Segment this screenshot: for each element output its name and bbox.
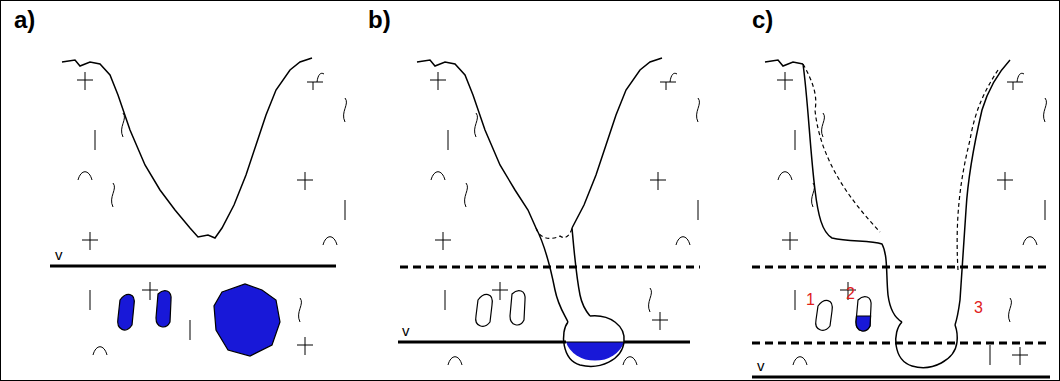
panel-letter: a) [14,8,35,32]
panel-letter: b) [368,8,391,32]
water-table-label: v [402,323,410,338]
water-table-label: v [55,247,63,262]
panel-letter: c) [752,8,773,32]
callout-number: 3 [974,300,983,316]
callout-number: 1 [806,292,815,308]
water-table-label: v [757,358,765,373]
callout-number: 2 [846,286,855,302]
